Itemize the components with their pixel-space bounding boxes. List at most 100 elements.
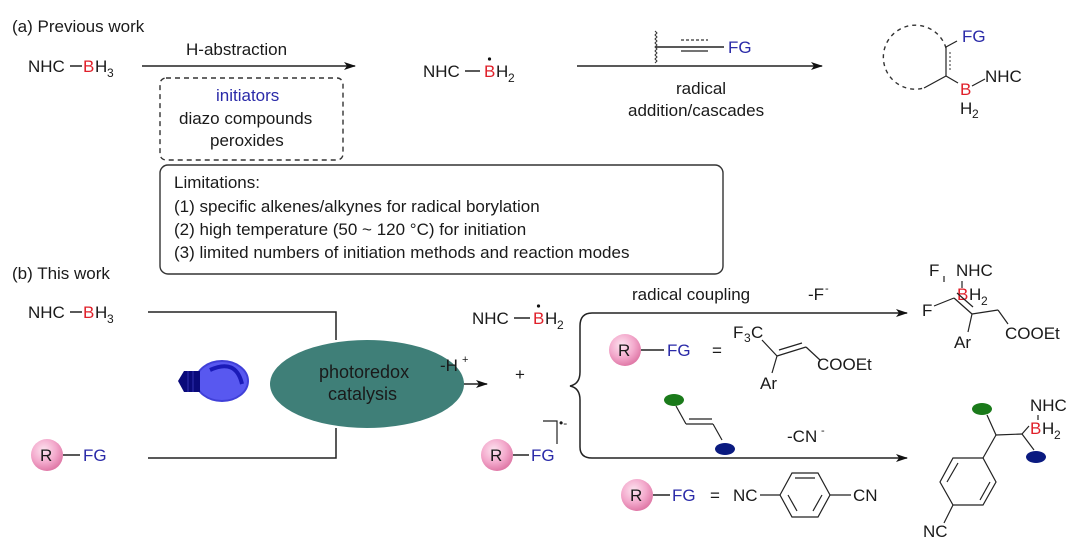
arrow-1-label: H-abstraction xyxy=(186,40,287,59)
svg-text:H: H xyxy=(960,99,972,118)
svg-text:NC: NC xyxy=(923,522,948,541)
svg-text:R: R xyxy=(618,341,630,360)
limitation-item: (3) limited numbers of initiation method… xyxy=(174,243,629,262)
fluoride-loss: -F xyxy=(808,285,824,304)
svg-text:=: = xyxy=(712,341,722,360)
panel-a-label: (a) Previous work xyxy=(12,17,145,36)
svg-text:2: 2 xyxy=(508,71,515,85)
panel-a-reactant: NHC B H 3 xyxy=(28,57,114,80)
panel-b-reactant-1: NHC B H 3 xyxy=(28,303,114,326)
green-group xyxy=(664,394,684,406)
initiators-line-1: diazo compounds xyxy=(179,109,312,128)
limitation-item: (1) specific alkenes/alkynes for radical… xyxy=(174,197,540,216)
blue-group xyxy=(715,443,735,455)
svg-text:B: B xyxy=(83,303,94,322)
svg-text:B: B xyxy=(957,285,968,304)
svg-text:Ar: Ar xyxy=(954,333,971,352)
svg-text:C: C xyxy=(751,323,763,342)
svg-text:-: - xyxy=(825,283,829,295)
svg-text:FG: FG xyxy=(962,27,986,46)
svg-text:•-: •- xyxy=(559,416,567,430)
svg-text:2: 2 xyxy=(557,318,564,332)
svg-text:FG: FG xyxy=(672,486,696,505)
svg-text:NHC: NHC xyxy=(1030,396,1067,415)
svg-text:COOEt: COOEt xyxy=(1005,324,1060,343)
minus-h: -H xyxy=(440,356,458,375)
nhc-text: NHC xyxy=(28,57,65,76)
panel-a-boryl-radical: NHC B H 2 xyxy=(423,57,515,85)
subscript: 3 xyxy=(107,66,114,80)
lower-alkene-substrate xyxy=(664,394,735,455)
svg-text:NHC: NHC xyxy=(956,261,993,280)
svg-text:F: F xyxy=(929,261,939,280)
boron-text: B xyxy=(83,57,94,76)
svg-text:2: 2 xyxy=(981,294,988,308)
arrow-2-label-2: addition/cascades xyxy=(628,101,764,120)
green-group xyxy=(972,403,992,415)
svg-text:FG: FG xyxy=(531,446,555,465)
svg-text:R: R xyxy=(490,446,502,465)
svg-text:FG: FG xyxy=(667,341,691,360)
svg-text:R: R xyxy=(40,446,52,465)
svg-text:NHC: NHC xyxy=(985,67,1022,86)
svg-text:H: H xyxy=(969,285,981,304)
svg-text:FG: FG xyxy=(83,446,107,465)
radical-dot xyxy=(536,304,541,308)
svg-text:H: H xyxy=(545,309,557,328)
panel-a-product: FG B NHC H 2 xyxy=(882,24,1022,121)
blue-group xyxy=(1026,451,1046,463)
svg-text:NHC: NHC xyxy=(423,62,460,81)
limitations-box: Limitations: (1) specific alkenes/alkyne… xyxy=(159,164,724,275)
upper-product: NHC F B H 2 F Ar COOEt xyxy=(922,261,1060,352)
svg-text:B: B xyxy=(960,80,971,99)
svg-text:F: F xyxy=(922,301,932,320)
limitations-title: Limitations: xyxy=(174,173,260,192)
branch-brace xyxy=(569,312,593,459)
cyanide-loss: -CN xyxy=(787,427,817,446)
connector-top xyxy=(148,311,337,340)
radical-coupling-label: radical coupling xyxy=(632,285,750,304)
svg-text:F: F xyxy=(733,323,743,342)
svg-text:+: + xyxy=(462,354,468,366)
svg-text:CN: CN xyxy=(853,486,878,505)
upper-substrate-definition: R FG = F 3 C Ar COOEt xyxy=(609,323,872,393)
svg-text:-: - xyxy=(821,425,825,437)
panel-b-label: (b) This work xyxy=(12,264,110,283)
svg-text:catalysis: catalysis xyxy=(328,384,397,404)
connector-bottom xyxy=(148,428,337,459)
svg-text:Ar: Ar xyxy=(760,374,777,393)
svg-text:NHC: NHC xyxy=(28,303,65,322)
limitation-item: (2) high temperature (50 ~ 120 °C) for i… xyxy=(174,220,526,239)
h-text: H xyxy=(95,57,107,76)
arrow-2-label-1: radical xyxy=(676,79,726,98)
lower-product: NHC B H 2 NC xyxy=(923,396,1067,541)
svg-text:NHC: NHC xyxy=(472,309,509,328)
lower-substrate-definition: R FG = NC CN xyxy=(621,472,878,518)
svg-text:=: = xyxy=(710,486,720,505)
svg-text:FG: FG xyxy=(728,38,752,57)
svg-text:photoredox: photoredox xyxy=(319,362,409,382)
svg-text:B: B xyxy=(1030,419,1041,438)
r-group-ball xyxy=(31,439,63,471)
initiators-title: initiators xyxy=(216,86,279,105)
radical-dot xyxy=(487,57,492,61)
initiators-box: initiators diazo compounds peroxides xyxy=(159,77,344,161)
svg-text:B: B xyxy=(484,62,495,81)
svg-text:3: 3 xyxy=(744,331,751,345)
panel-b-reactant-2: R FG xyxy=(31,439,107,471)
lightbulb-icon xyxy=(178,360,249,402)
svg-text:2: 2 xyxy=(1054,428,1061,442)
svg-text:H: H xyxy=(1042,419,1054,438)
svg-text:R: R xyxy=(630,486,642,505)
svg-text:COOEt: COOEt xyxy=(817,355,872,374)
svg-text:2: 2 xyxy=(972,107,979,121)
svg-text:NC: NC xyxy=(733,486,758,505)
svg-text:3: 3 xyxy=(107,312,114,326)
svg-text:H: H xyxy=(496,62,508,81)
unsaturated-substrate: FG xyxy=(654,30,752,64)
panel-b-radical-anion: R FG •- xyxy=(481,416,567,471)
initiators-line-2: peroxides xyxy=(210,131,284,150)
photoredox-catalyst-ellipse: photoredox catalysis xyxy=(270,340,464,428)
panel-b-boryl-radical: NHC B H 2 xyxy=(472,304,564,332)
